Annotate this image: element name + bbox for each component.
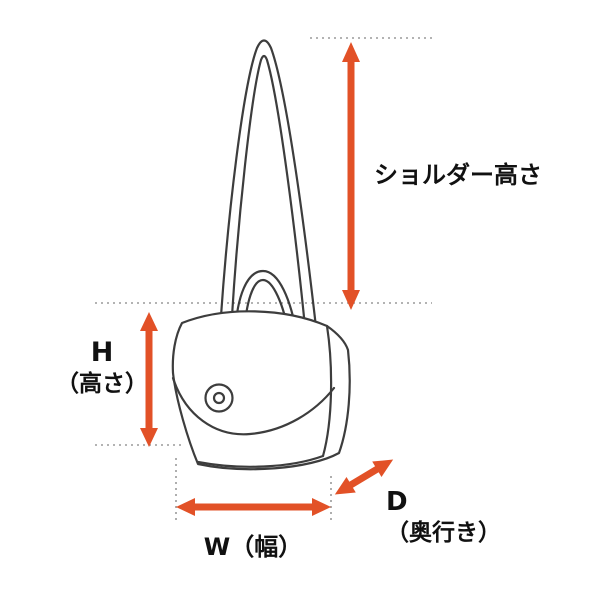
bag-handle [233,269,299,338]
shoulder-height-label: ショルダー高さ [374,161,542,189]
dimension-arrows [140,42,394,516]
depth-arrow [334,459,394,495]
width-label: W（幅） [203,533,303,561]
bag-silhouette [171,310,351,471]
bag-flap-edge [171,376,336,436]
guide-lines [95,37,432,522]
bag-front-bottom-line [196,454,325,468]
height-arrow [140,312,158,447]
height-name: （高さ） [56,370,148,397]
bag-clasp-center [212,391,226,405]
bag-body [171,310,351,471]
depth-name: （奥行き） [386,519,501,546]
width-arrow [176,498,331,516]
depth-label: D （奥行き） [386,486,501,547]
depth-abbr: D [386,487,408,517]
shoulder-height-arrow [342,42,360,310]
bag-gusset-line [321,324,333,458]
bag-clasp [204,383,234,413]
height-label: H （高さ） [36,336,168,399]
height-abbr: H [90,337,114,368]
bag-strap [219,39,319,339]
